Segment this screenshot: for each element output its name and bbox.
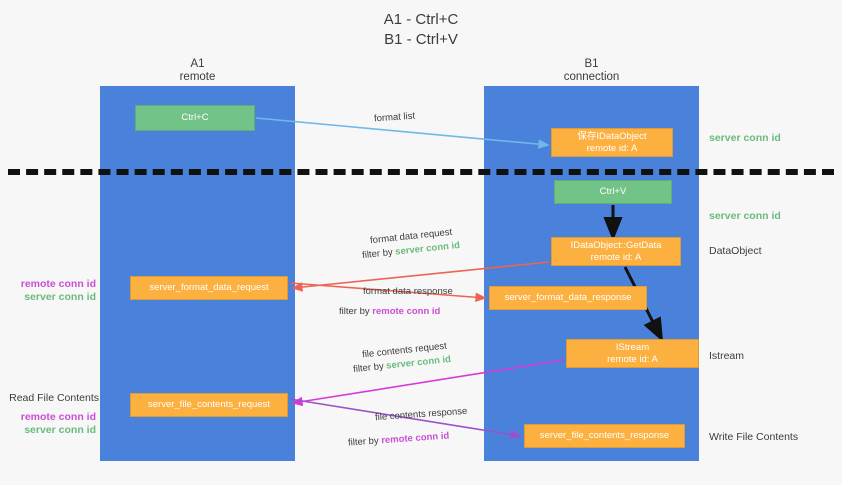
note-read-file-contents: Read File Contents <box>9 392 99 404</box>
box-save-idataobject[interactable]: 保存IDataObject remote id: A <box>551 128 673 157</box>
diagram-title: A1 - Ctrl+C B1 - Ctrl+V <box>383 11 459 48</box>
box-server-file-contents-request[interactable]: server_file_contents_request <box>130 393 288 417</box>
box-save-idataobject-line1: 保存IDataObject <box>577 130 647 142</box>
box-istream[interactable]: IStream remote id: A <box>566 339 699 368</box>
box-idataobject-getdata-line1: IDataObject::GetData <box>570 239 662 251</box>
box-idataobject-getdata-line2: remote id: A <box>590 251 642 263</box>
caption-filter-prefix: filter by <box>339 306 373 317</box>
box-ctrl-v[interactable]: Ctrl+V <box>554 180 672 204</box>
note-write-file-contents: Write File Contents <box>709 431 799 443</box>
caption-format-data-response-filter: filter by remote conn id <box>339 306 440 318</box>
box-server-file-contents-response-label: server_file_contents_response <box>539 430 670 441</box>
box-save-idataobject-line2: remote id: A <box>586 142 638 154</box>
box-ctrl-c-label: Ctrl+C <box>181 112 209 123</box>
note-server-conn-id-middle: server conn id <box>709 210 781 222</box>
note-left-remote-conn-id-middle: remote conn id <box>20 278 96 290</box>
note-dataobject: DataObject <box>709 245 762 257</box>
note-left-conn-ids-middle: remote conn id server conn id <box>0 278 96 304</box>
column-header-a1: A1 remote <box>179 58 216 83</box>
note-istream: Istream <box>709 350 745 362</box>
column-header-b1: B1 connection <box>563 58 620 83</box>
note-left-server-conn-id-middle: server conn id <box>24 291 96 303</box>
box-ctrl-v-label: Ctrl+V <box>599 186 627 197</box>
caption-filter-value-remote-conn-id: remote conn id <box>372 306 441 317</box>
box-server-file-contents-request-label: server_file_contents_request <box>148 399 270 410</box>
box-idataobject-getdata[interactable]: IDataObject::GetData remote id: A <box>551 237 681 266</box>
note-left-server-conn-id-bottom: server conn id <box>24 424 96 436</box>
note-server-conn-id-top: server conn id <box>709 132 781 144</box>
box-ctrl-c[interactable]: Ctrl+C <box>135 105 255 131</box>
caption-filter-prefix: filter by <box>361 246 396 262</box>
caption-file-contents-response: file contents response <box>374 405 468 424</box>
note-left-remote-conn-id-bottom: remote conn id <box>20 411 96 423</box>
box-istream-line1: IStream <box>615 341 650 353</box>
caption-format-data-response: format data response <box>363 286 453 297</box>
caption-filter-prefix: filter by <box>347 435 382 449</box>
note-left-conn-ids-bottom: remote conn id server conn id <box>0 411 96 437</box>
caption-format-list: format list <box>373 110 416 125</box>
box-istream-line2: remote id: A <box>607 353 658 365</box>
box-server-file-contents-response[interactable]: server_file_contents_response <box>524 424 685 448</box>
caption-file-contents-response-filter: filter by remote conn id <box>348 430 450 449</box>
caption-filter-prefix: filter by <box>352 360 387 376</box>
box-server-format-data-request[interactable]: server_format_data_request <box>130 276 288 300</box>
dashed-separator <box>8 169 834 175</box>
box-server-format-data-response-label: server_format_data_response <box>504 292 632 303</box>
box-server-format-data-request-label: server_format_data_request <box>149 282 269 293</box>
box-server-format-data-response[interactable]: server_format_data_response <box>489 286 647 310</box>
caption-filter-value-remote-conn-id: remote conn id <box>380 430 450 447</box>
